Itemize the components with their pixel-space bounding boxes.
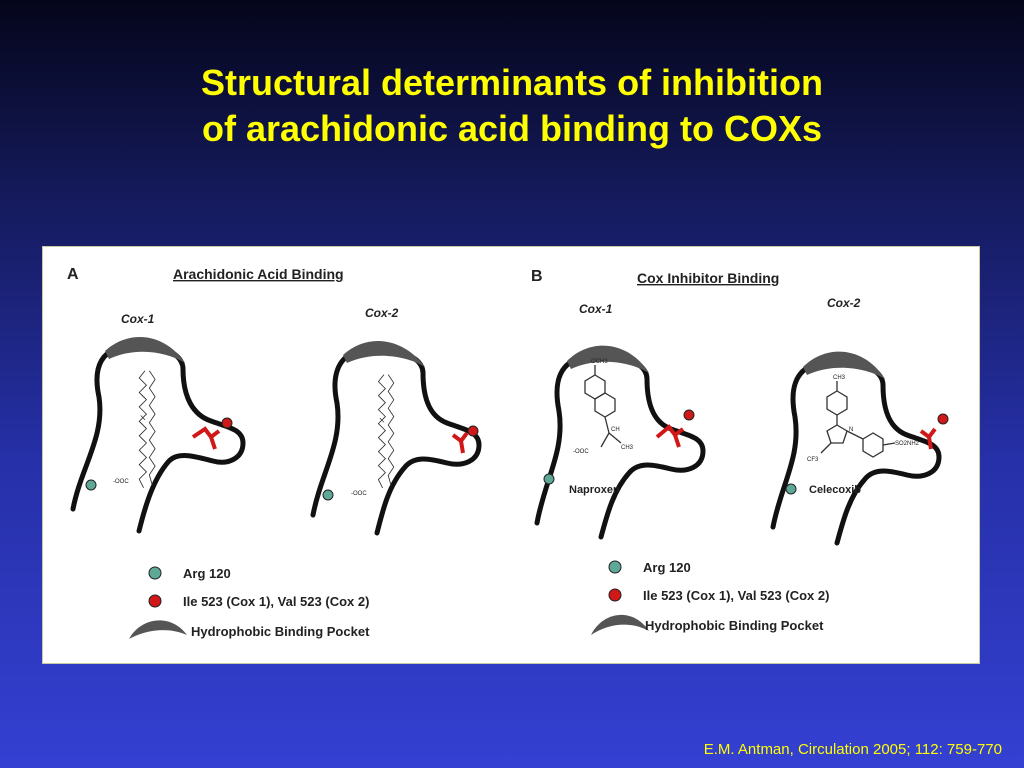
panel-a-legend: Arg 120 Ile 523 (Cox 1), Val 523 (Cox 2)… [129,566,370,639]
panel-b-cox1: Cox-1 OCH3 CH CH3 -OOC Naproxen [534,302,706,540]
panel-b-heading: Cox Inhibitor Binding [637,270,779,286]
panel-a-cox2-carboxylate: -OOC [351,491,367,497]
panel-b-cox2-val-residue [919,427,937,450]
panel-a-cox1-acid-chain [138,370,156,489]
panel-b-cox2-pocket [803,351,885,379]
panel-a-cox1-ile-residue [191,426,221,450]
panel-a-cox2-val-residue [451,431,469,454]
panel-b-cox2: Cox-2 CH3 N SO2NH2 CF3 Celecoxib [770,296,949,546]
naproxen-och3: OCH3 [591,359,608,365]
panel-a-heading: Arachidonic Acid Binding [173,266,344,282]
panel-a-cox1-channel [70,342,246,534]
legend-b-arg-dot [608,560,622,574]
naproxen-ooc: -OOC [573,449,589,455]
celecoxib-cf3: CF3 [807,457,819,463]
panel-a-cox1: Cox-1 -OOC [70,312,246,534]
panel-a-cox1-arg-dot [85,479,97,491]
panel-a-cox2-val-dot [467,425,479,437]
panel-b-cox1-channel [534,352,706,540]
panel-b-cox2-val-dot [937,413,949,425]
panel-b-cox2-channel [770,358,942,546]
title-line-1: Structural determinants of inhibition [200,62,824,103]
naproxen-molecule [584,365,622,448]
panel-b-cox1-ile-residue [655,424,685,448]
panel-a-cox2: Cox-2 -OOC [310,306,482,536]
panel-b-legend: Arg 120 Ile 523 (Cox 1), Val 523 (Cox 2)… [591,560,829,635]
legend-b-arg-label: Arg 120 [643,560,691,575]
figure-frame: A Arachidonic Acid Binding Cox-1 -OOC Co… [42,246,980,664]
panel-a-cox2-arg-dot [322,489,334,501]
legend-b-pocket-label: Hydrophobic Binding Pocket [645,618,824,633]
legend-a-arg-dot [148,566,162,580]
panel-a-letter: A [67,266,79,283]
celecoxib-label: Celecoxib [809,484,861,496]
citation: E.M. Antman, Circulation 2005; 112: 759-… [703,741,1002,758]
legend-b-pocket-icon [591,614,649,635]
panel-a-cox2-label: Cox-2 [365,306,399,320]
naproxen-ch: CH [611,427,620,433]
panel-b-cox2-label: Cox-2 [827,296,861,310]
panel-a-cox1-pocket [105,337,185,363]
panel-a-cox1-ile-dot [221,417,233,429]
panel-a-cox1-label: Cox-1 [121,312,155,326]
legend-a-ile-dot [148,594,162,608]
panel-a-cox2-pocket [343,341,425,367]
legend-b-ile-label: Ile 523 (Cox 1), Val 523 (Cox 2) [643,588,829,603]
panel-b-letter: B [531,268,543,285]
slide-title: Structural determinants of inhibition of… [0,60,1024,152]
panel-a: A Arachidonic Acid Binding Cox-1 -OOC Co… [67,266,482,639]
panel-a-cox2-channel [310,346,482,536]
title-line-2: of arachidonic acid binding to COXs [201,108,823,149]
legend-a-pocket-label: Hydrophobic Binding Pocket [191,624,370,639]
panel-b-cox1-arg-dot [543,473,555,485]
cox-binding-diagram: A Arachidonic Acid Binding Cox-1 -OOC Co… [67,266,949,639]
celecoxib-so2nh2: SO2NH2 [895,441,920,447]
legend-a-pocket-icon [129,620,187,639]
panel-b-cox1-label: Cox-1 [579,302,613,316]
celecoxib-molecule [820,381,896,458]
panel-b-cox1-ile-dot [683,409,695,421]
naproxen-ch3: CH3 [621,445,634,451]
panel-b-cox2-arg-dot [785,483,797,495]
panel-a-cox1-carboxylate: -OOC [113,479,129,485]
celecoxib-n: N [849,427,853,433]
panel-a-cox2-acid-chain [377,374,395,489]
celecoxib-ch3: CH3 [833,375,846,381]
legend-a-arg-label: Arg 120 [183,566,231,581]
panel-b: B Cox Inhibitor Binding Cox-1 OCH3 CH CH… [531,268,949,635]
legend-b-ile-dot [608,588,622,602]
panel-b-cox1-pocket [567,345,649,373]
legend-a-ile-label: Ile 523 (Cox 1), Val 523 (Cox 2) [183,594,369,609]
naproxen-label: Naproxen [569,484,620,496]
